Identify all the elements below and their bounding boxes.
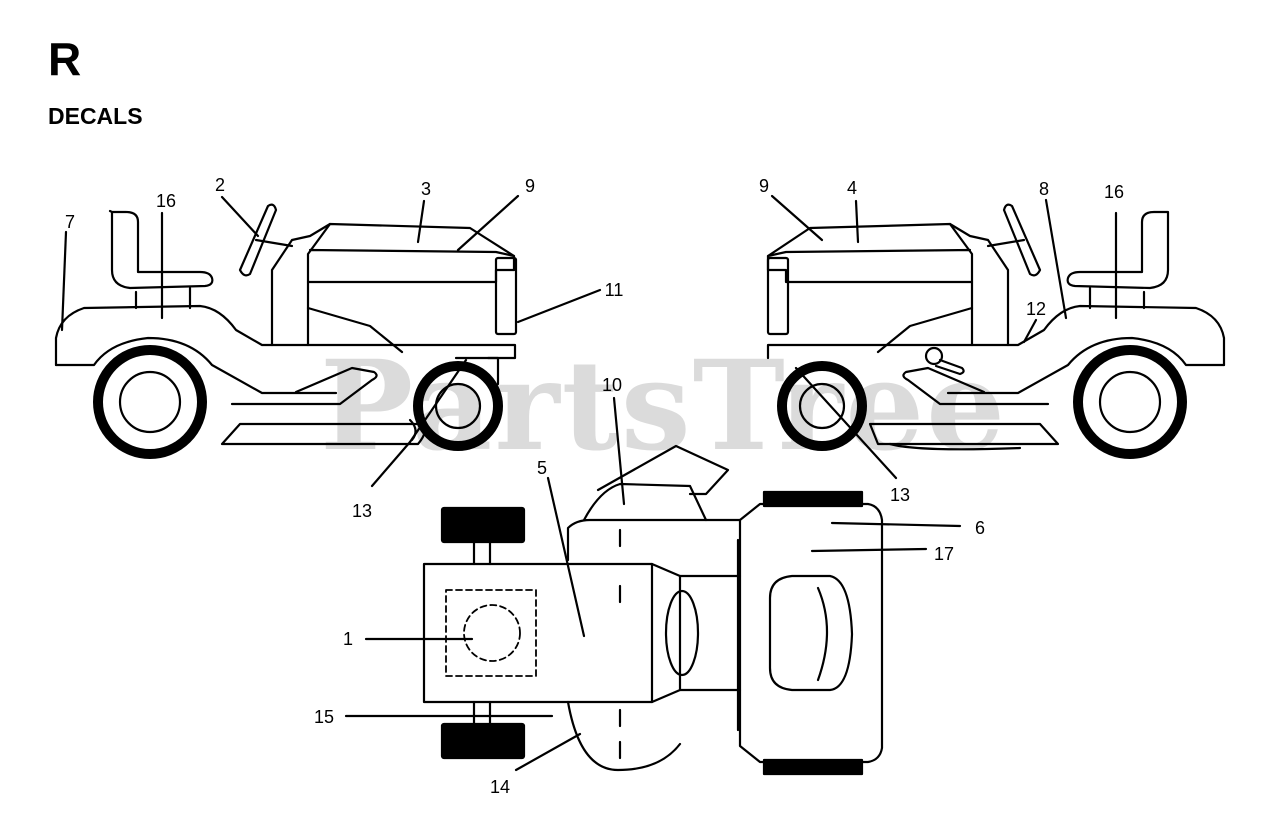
callout-15: 15 (314, 707, 334, 727)
grille-left (494, 256, 518, 336)
deck-right (902, 366, 1050, 406)
callout-16-left: 16 (156, 191, 176, 211)
callout-14: 14 (490, 777, 510, 797)
page-title: R (48, 33, 82, 85)
rear-fender-left (54, 304, 517, 367)
seat-top (768, 574, 854, 692)
steering-wheel-right (1002, 203, 1042, 277)
callout-13-right: 13 (890, 485, 910, 505)
seat-left (108, 209, 214, 290)
seat-right (1066, 210, 1170, 290)
rear-wheel-top (762, 490, 864, 508)
front-wheel-top (440, 506, 526, 544)
hood-right (766, 222, 974, 347)
callout-4: 4 (847, 178, 857, 198)
callout-9-right: 9 (759, 176, 769, 196)
callout-5: 5 (537, 458, 547, 478)
grille-right (766, 256, 790, 336)
rear-body-top (738, 502, 884, 764)
callout-9-left: 9 (525, 176, 535, 196)
steering-top (596, 444, 730, 496)
front-wheel-right (777, 361, 867, 451)
deck-left (230, 366, 378, 406)
lift-lever-knob (924, 346, 944, 366)
rear-wheel-right (1073, 345, 1187, 459)
callout-17: 17 (934, 544, 954, 564)
rear-fender-right (766, 304, 1226, 367)
callout-12: 12 (1026, 299, 1046, 319)
page-subtitle: DECALS (48, 103, 143, 129)
hood-top (422, 562, 654, 704)
callout-6: 6 (975, 518, 985, 538)
callout-13-left: 13 (352, 501, 372, 521)
right-side-view (766, 194, 1226, 480)
top-view (344, 396, 962, 776)
hood-left (306, 222, 516, 347)
front-wheel-left (413, 361, 503, 451)
callout-2: 2 (215, 175, 225, 195)
callout-1: 1 (343, 629, 353, 649)
callout-16-right: 16 (1104, 182, 1124, 202)
left-side-view (54, 194, 602, 488)
steering-wheel-left (238, 203, 278, 277)
callout-3: 3 (421, 179, 431, 199)
callout-7: 7 (65, 212, 75, 232)
callout-11: 11 (605, 280, 624, 300)
callout-10: 10 (602, 375, 622, 395)
rear-wheel-left (93, 345, 207, 459)
callout-8: 8 (1039, 179, 1049, 199)
